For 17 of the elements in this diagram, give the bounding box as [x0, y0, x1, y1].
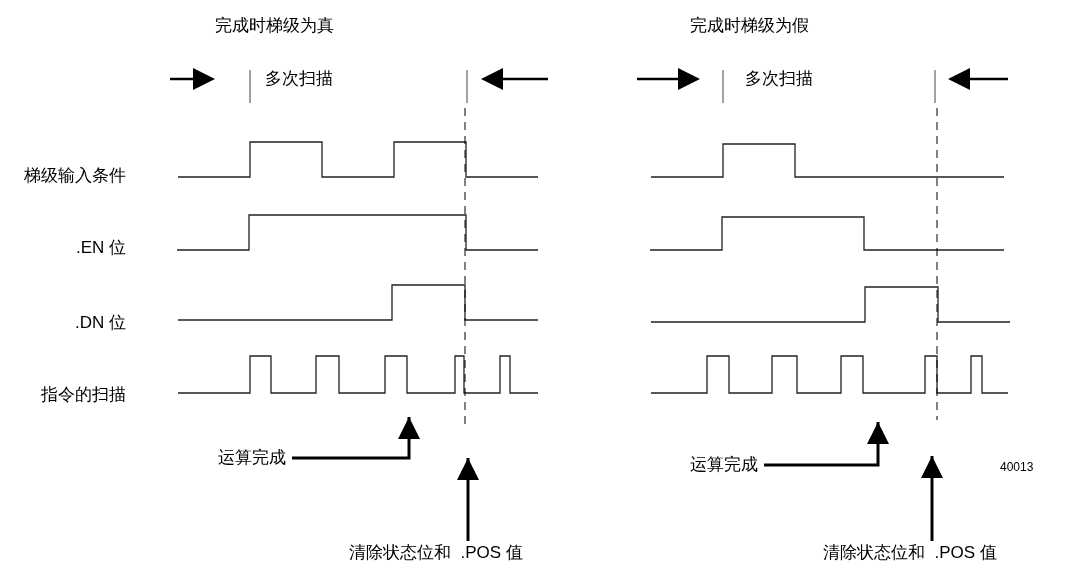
scan-range-label: 多次扫描: [745, 69, 813, 89]
panel-title: 完成时梯级为假: [690, 16, 809, 36]
scan-range-label: 多次扫描: [265, 69, 333, 89]
leader-arrow: [457, 458, 479, 541]
leader-arrow: [292, 417, 420, 460]
signal-name: 梯级输入条件: [24, 166, 126, 186]
callout-text: 清除状态位和 .POS 值: [823, 543, 997, 563]
signal-name: 指令的扫描: [41, 385, 126, 405]
leader-arrow: [764, 422, 889, 467]
callout-text: 运算完成: [218, 448, 286, 468]
callout-text: 清除状态位和 .POS 值: [349, 543, 523, 563]
callout-text: 运算完成: [690, 455, 758, 475]
figure-number: 40013: [1000, 459, 1034, 476]
signal-name: .EN 位: [75, 238, 126, 258]
signal-name: .DN 位: [75, 313, 126, 333]
panel-title: 完成时梯级为真: [215, 16, 334, 36]
leader-arrow: [921, 456, 943, 541]
